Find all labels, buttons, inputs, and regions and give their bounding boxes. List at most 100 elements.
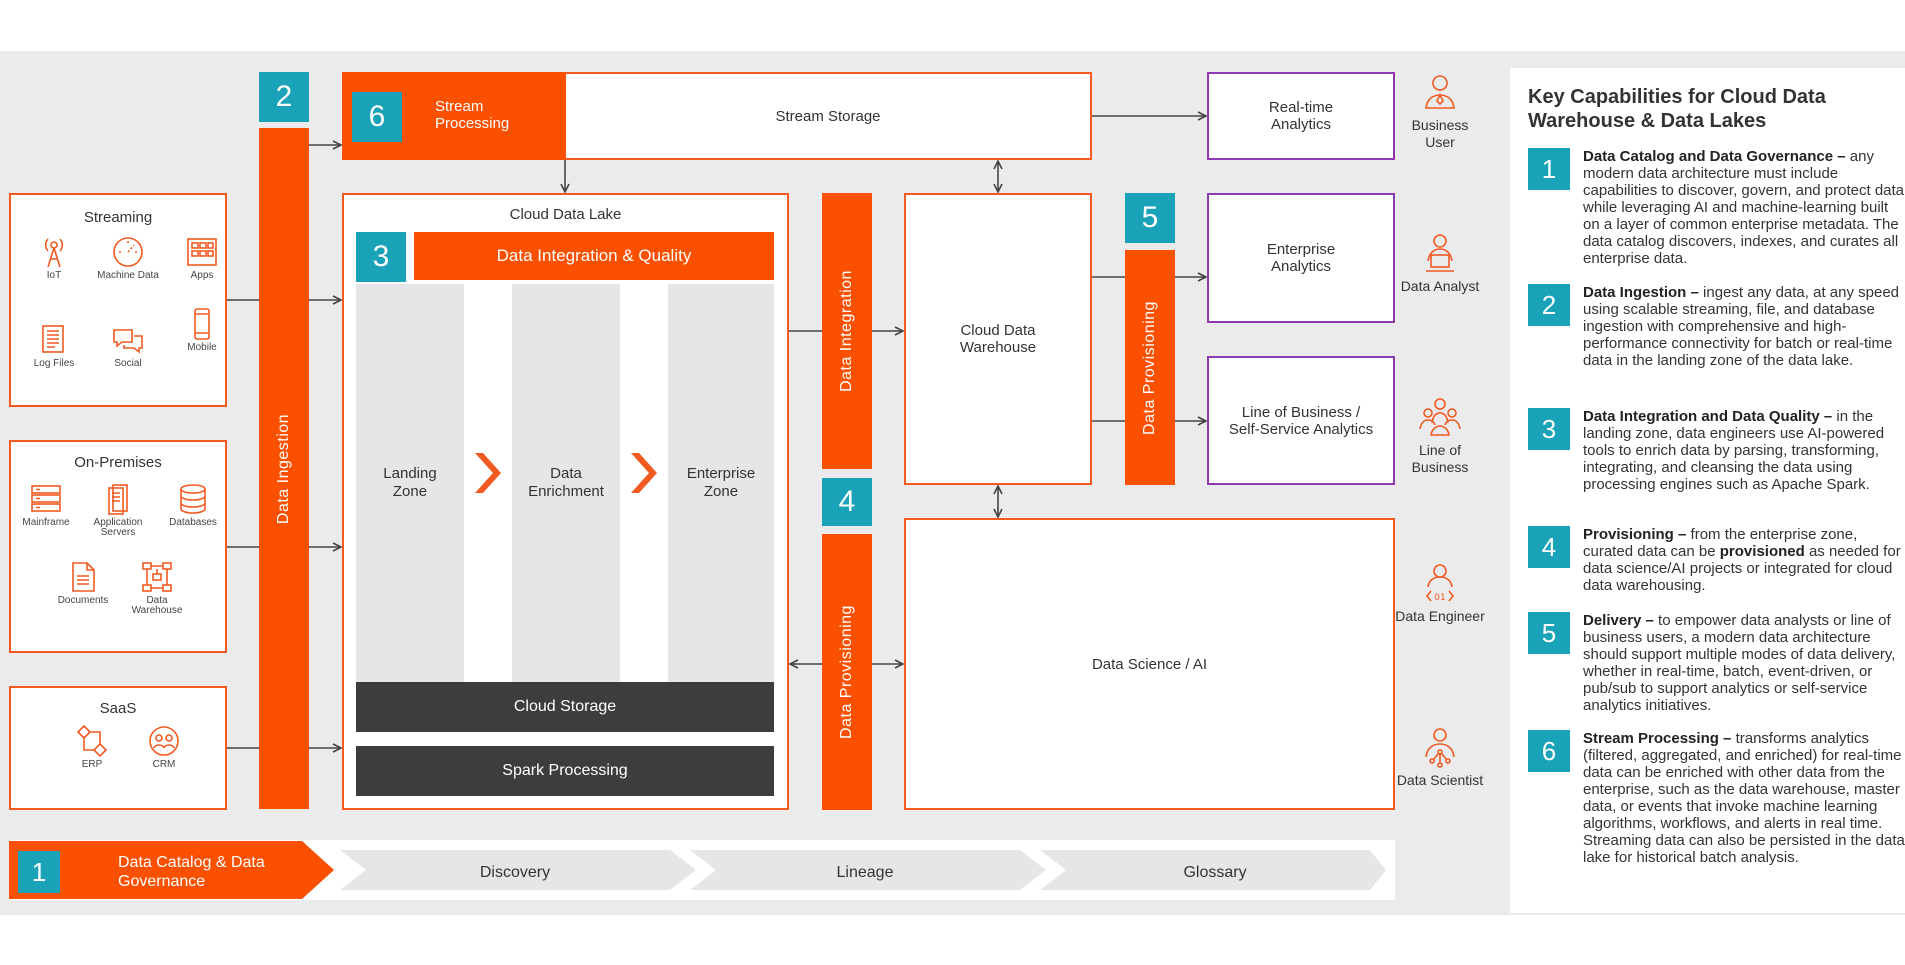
chevron-right-icon (475, 453, 501, 493)
data-catalog-governance: Data Catalog & Data Governance (118, 854, 265, 890)
svg-text:01: 01 (1434, 593, 1445, 603)
capability-number: 5 (1528, 612, 1570, 654)
social-icon (113, 329, 143, 354)
source-title: Streaming (83, 209, 153, 226)
application-servers-icon (108, 484, 128, 515)
machine-data-icon (113, 237, 143, 267)
data-enrichment: Data Enrichment (512, 284, 620, 682)
persona-label: Data Engineer (1395, 608, 1485, 624)
capability-body: any modern data architecture must includ… (1583, 148, 1905, 267)
landing-zone: Landing Zone (356, 284, 464, 682)
badge-2: 2 (259, 72, 309, 122)
enterprise-analytics: Enterprise Analytics (1207, 193, 1395, 323)
apps-icon (187, 238, 217, 266)
capability-text: Data Catalog and Data Governance – any m… (1583, 148, 1905, 267)
line-of-business-analytics: Line of Business / Self-Service Analytic… (1207, 356, 1395, 485)
person-icon (1425, 728, 1455, 768)
capability-text: Delivery – to empower data analysts or l… (1583, 612, 1905, 714)
data-integration-quality-label: Data Integration & Quality (496, 246, 692, 265)
chevron-right-icon (631, 453, 657, 493)
source-item-erp: ERP (57, 724, 127, 770)
capability-body: transforms analytics (filtered, aggregat… (1583, 730, 1905, 866)
source-item-label: Log Files (33, 358, 75, 369)
badge-3: 3 (356, 232, 406, 282)
persona-label: Line of Business (1411, 442, 1469, 475)
persona-label: Data Scientist (1396, 772, 1484, 788)
cloud-data-lake-title: Cloud Data Lake (509, 205, 622, 223)
footer-step-lineage: Lineage (836, 864, 894, 881)
erp-icon (76, 724, 108, 758)
cloud-data-warehouse: Cloud Data Warehouse (904, 193, 1092, 485)
badge-5: 5 (1125, 193, 1175, 243)
person-icon (1426, 234, 1454, 272)
footer-step-glossary: Glossary (1183, 864, 1247, 881)
source-item-label: Machine Data (97, 270, 159, 281)
person-icon: 01 (1425, 564, 1455, 603)
source-item-iot: IoT (19, 235, 89, 281)
log-files-icon (42, 325, 64, 353)
source-item-label: Data Warehouse (131, 595, 183, 616)
data-science-ai-label: Data Science / AI (1091, 655, 1208, 673)
source-on-premises: On-Premises Mainframe Application Server… (9, 440, 227, 653)
capability-body: in the landing zone, data engineers use … (1583, 408, 1885, 493)
capability-heading: Data Integration and Data Quality – (1583, 408, 1833, 425)
realtime-analytics: Real-time Analytics (1207, 72, 1395, 160)
person-icon (1425, 75, 1455, 109)
spark-processing: Spark Processing (356, 746, 774, 796)
source-item-label: CRM (152, 759, 176, 770)
capability-heading: Provisioning – (1583, 526, 1687, 543)
capability-heading: Stream Processing – (1583, 730, 1732, 747)
source-item-label: Application Servers (93, 517, 143, 538)
source-streaming: Streaming IoT Machine Data Apps Log File… (9, 193, 227, 407)
source-item-mobile: Mobile (167, 307, 237, 353)
source-item-application-servers: Application Servers (83, 482, 153, 538)
data-provisioning-bar-lower: Data Provisioning (822, 534, 872, 810)
databases-icon (180, 484, 206, 514)
source-item-data-warehouse: Data Warehouse (122, 560, 192, 616)
persona-label: Data Analyst (1400, 278, 1480, 294)
cloud-data-warehouse-label: Cloud Data Warehouse (959, 322, 1037, 356)
data-provisioning-bar-upper: Data Provisioning (1125, 250, 1175, 485)
capability-text: Data Integration and Data Quality – in t… (1583, 408, 1905, 493)
source-item-databases: Databases (158, 482, 228, 528)
enterprise-zone: Enterprise Zone (668, 284, 774, 682)
mainframe-icon (31, 485, 61, 512)
footer-chevron-bar (9, 840, 1395, 900)
data-warehouse-icon (142, 562, 172, 592)
stream-processing-label: Stream Processing (435, 98, 510, 132)
connector-arrows (227, 0, 1510, 965)
persona-label: Business User (1411, 117, 1469, 150)
crm-icon (149, 726, 179, 756)
source-item-label: Documents (57, 595, 109, 606)
source-item-label: IoT (46, 270, 62, 281)
iot-icon (44, 238, 64, 268)
data-ingestion-bar: Data Ingestion (259, 128, 309, 809)
source-item-label: Mobile (187, 342, 217, 353)
spark-processing-label: Spark Processing (502, 762, 628, 779)
source-item-social: Social (93, 323, 163, 369)
persona-line-of-business: Line of Business (1395, 395, 1485, 476)
panel-title: Key Capabilities for Cloud Data Warehous… (1528, 86, 1826, 132)
capability-heading: Data Catalog and Data Governance – (1583, 148, 1846, 165)
source-item-mainframe: Mainframe (11, 482, 81, 528)
persona-data-analyst: Data Analyst (1395, 231, 1485, 295)
capability-number: 4 (1528, 526, 1570, 568)
footer-step-discovery: Discovery (479, 864, 551, 881)
badge-4: 4 (822, 478, 872, 526)
capability-heading: Data Ingestion – (1583, 284, 1699, 301)
source-title: SaaS (99, 700, 137, 717)
source-item-machine-data: Machine Data (93, 235, 163, 281)
source-item-label: ERP (81, 759, 103, 770)
key-capabilities-panel: Key Capabilities for Cloud Data Warehous… (1510, 68, 1905, 913)
source-item-label: Social (114, 358, 142, 369)
capability-body: from the enterprise zone, curated data c… (1583, 526, 1858, 560)
capability-body: ingest any data, at any speed using scal… (1583, 284, 1900, 369)
capability-emphasis: provisioned (1719, 543, 1805, 560)
capability-body: to empower data analysts or line of busi… (1583, 612, 1896, 714)
badge-1: 1 (18, 851, 60, 893)
capability-number: 1 (1528, 148, 1570, 190)
source-item-log-files: Log Files (19, 323, 89, 369)
capability-text: Provisioning – from the enterprise zone,… (1583, 526, 1905, 594)
persona-business-user: Business User (1395, 70, 1485, 151)
source-item-label: Apps (190, 270, 214, 281)
